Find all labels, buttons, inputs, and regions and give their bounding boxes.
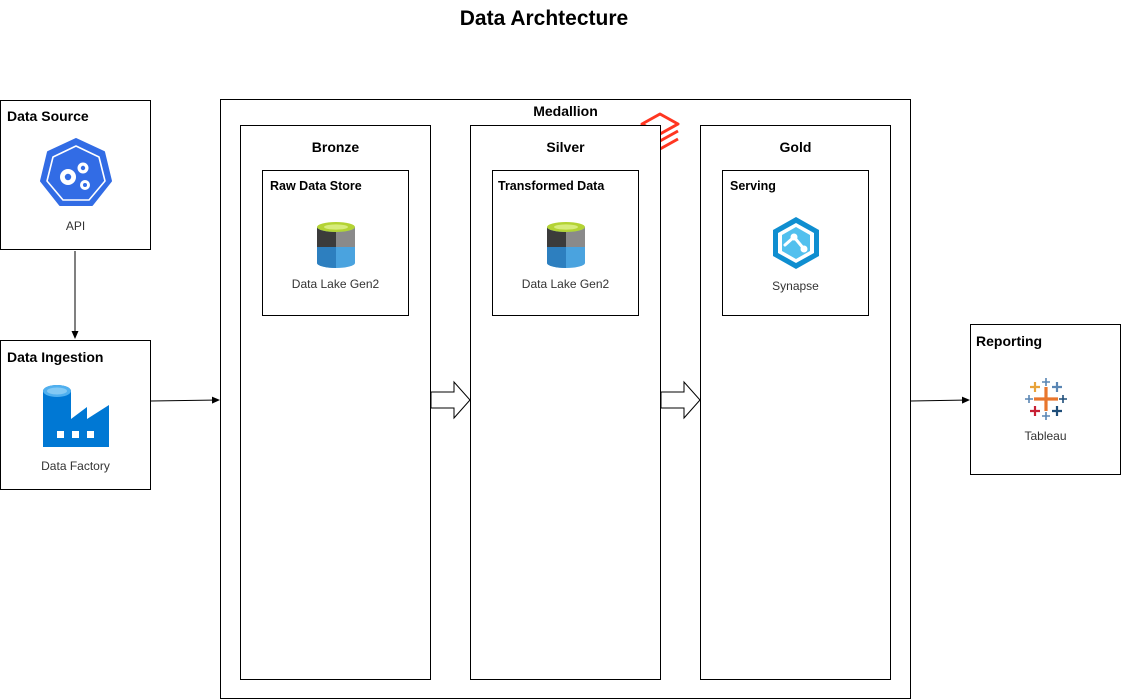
serving-box[interactable]: Serving Synapse bbox=[722, 170, 869, 316]
data-factory-caption: Data Factory bbox=[41, 459, 110, 473]
synapse-caption: Synapse bbox=[772, 279, 819, 293]
transformed-data-label: Transformed Data bbox=[498, 179, 605, 193]
serving-label: Serving bbox=[730, 179, 776, 193]
api-caption: API bbox=[65, 219, 86, 233]
reporting-box[interactable]: Reporting Tableau bbox=[970, 324, 1121, 475]
data-source-box[interactable]: Data Source API bbox=[0, 100, 151, 250]
block-arrow-silver-to-gold bbox=[660, 380, 701, 420]
data-factory-icon bbox=[43, 385, 109, 447]
arrow-ingestion-to-medallion bbox=[150, 396, 220, 404]
data-ingestion-box[interactable]: Data Ingestion Data Factory bbox=[0, 340, 151, 490]
tableau-caption: Tableau bbox=[1024, 429, 1067, 443]
gold-label: Gold bbox=[779, 139, 812, 155]
data-lake-storage-icon bbox=[547, 222, 585, 268]
silver-label: Silver bbox=[546, 139, 585, 155]
data-lake-caption-silver: Data Lake Gen2 bbox=[521, 277, 610, 291]
arrow-medallion-to-reporting bbox=[910, 396, 970, 404]
data-source-label: Data Source bbox=[7, 108, 89, 124]
data-ingestion-label: Data Ingestion bbox=[7, 349, 104, 365]
diagram-title: Data Archtecture bbox=[459, 7, 629, 30]
reporting-label: Reporting bbox=[976, 333, 1043, 349]
block-arrow-bronze-to-silver bbox=[430, 380, 471, 420]
tableau-icon bbox=[1025, 378, 1067, 420]
data-lake-caption-bronze: Data Lake Gen2 bbox=[291, 277, 380, 291]
api-gear-heptagon-icon bbox=[40, 138, 112, 206]
bronze-label: Bronze bbox=[311, 139, 360, 155]
medallion-label: Medallion bbox=[533, 103, 598, 119]
data-lake-storage-icon bbox=[317, 222, 355, 268]
synapse-icon bbox=[773, 217, 819, 269]
raw-data-store-label: Raw Data Store bbox=[270, 179, 362, 193]
raw-data-store-box[interactable]: Raw Data Store Data Lake Gen2 bbox=[262, 170, 409, 316]
transformed-data-box[interactable]: Transformed Data Data Lake Gen2 bbox=[492, 170, 639, 316]
